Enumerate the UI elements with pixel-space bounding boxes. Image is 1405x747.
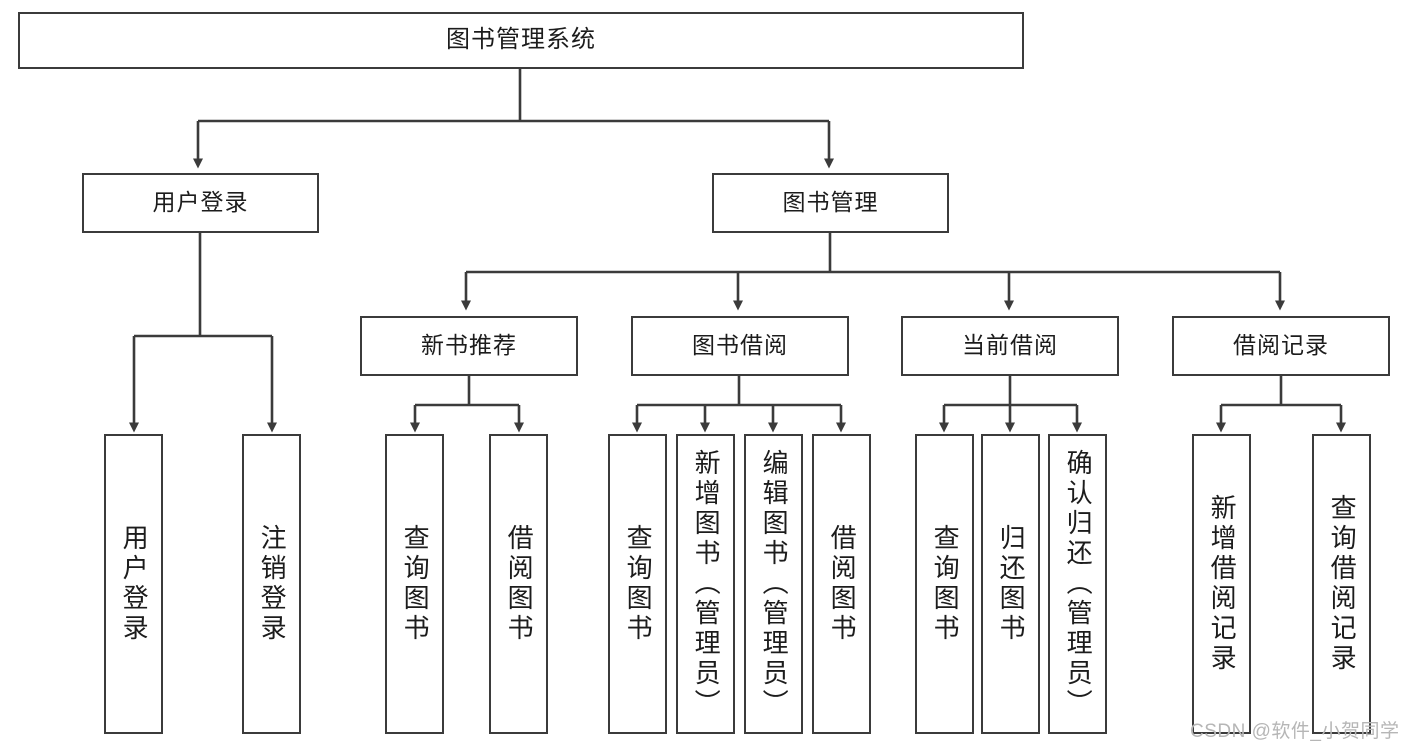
node-leaf-query-book-1[interactable]: 查询图书 bbox=[385, 434, 444, 734]
node-leaf-query-record-label: 查询借阅记录 bbox=[1327, 494, 1358, 674]
node-current-borrow[interactable]: 当前借阅 bbox=[901, 316, 1119, 376]
node-leaf-query-book-3-label: 查询图书 bbox=[930, 524, 961, 644]
node-leaf-add-record-label: 新增借阅记录 bbox=[1207, 494, 1238, 674]
node-user-login[interactable]: 用户登录 bbox=[82, 173, 319, 233]
node-leaf-user-login-label: 用户登录 bbox=[119, 524, 150, 644]
node-borrow-record[interactable]: 借阅记录 bbox=[1172, 316, 1390, 376]
node-new-book-recommend-label: 新书推荐 bbox=[421, 332, 517, 359]
node-leaf-borrow-book-2[interactable]: 借阅图书 bbox=[812, 434, 871, 734]
node-leaf-logout-label: 注销登录 bbox=[257, 524, 288, 644]
node-leaf-borrow-book-2-label: 借阅图书 bbox=[827, 524, 858, 644]
node-leaf-return-book[interactable]: 归还图书 bbox=[981, 434, 1040, 734]
node-root-label: 图书管理系统 bbox=[446, 26, 596, 54]
node-borrow-record-label: 借阅记录 bbox=[1233, 332, 1329, 359]
node-leaf-confirm-return[interactable]: 确认归还（管理员） bbox=[1048, 434, 1107, 734]
node-leaf-edit-book-label: 编辑图书（管理员） bbox=[759, 449, 790, 719]
node-leaf-user-login[interactable]: 用户登录 bbox=[104, 434, 163, 734]
node-new-book-recommend[interactable]: 新书推荐 bbox=[360, 316, 578, 376]
node-leaf-edit-book[interactable]: 编辑图书（管理员） bbox=[744, 434, 803, 734]
node-current-borrow-label: 当前借阅 bbox=[962, 332, 1058, 359]
node-user-login-label: 用户登录 bbox=[152, 189, 249, 216]
node-leaf-query-book-2-label: 查询图书 bbox=[623, 524, 654, 644]
node-leaf-add-record[interactable]: 新增借阅记录 bbox=[1192, 434, 1251, 734]
node-leaf-add-book[interactable]: 新增图书（管理员） bbox=[676, 434, 735, 734]
node-book-borrow[interactable]: 图书借阅 bbox=[631, 316, 849, 376]
node-book-manage[interactable]: 图书管理 bbox=[712, 173, 949, 233]
node-leaf-query-book-3[interactable]: 查询图书 bbox=[915, 434, 974, 734]
node-leaf-logout[interactable]: 注销登录 bbox=[242, 434, 301, 734]
node-leaf-query-book-2[interactable]: 查询图书 bbox=[608, 434, 667, 734]
node-leaf-add-book-label: 新增图书（管理员） bbox=[691, 449, 722, 719]
node-leaf-confirm-return-label: 确认归还（管理员） bbox=[1063, 449, 1094, 719]
node-book-manage-label: 图书管理 bbox=[782, 189, 879, 216]
node-leaf-return-book-label: 归还图书 bbox=[996, 524, 1027, 644]
node-leaf-query-record[interactable]: 查询借阅记录 bbox=[1312, 434, 1371, 734]
node-leaf-query-book-1-label: 查询图书 bbox=[400, 524, 431, 644]
node-leaf-borrow-book-1[interactable]: 借阅图书 bbox=[489, 434, 548, 734]
node-root[interactable]: 图书管理系统 bbox=[18, 12, 1024, 69]
node-leaf-borrow-book-1-label: 借阅图书 bbox=[504, 524, 535, 644]
watermark: CSDN @软件_小贺同学 bbox=[1190, 721, 1400, 742]
node-book-borrow-label: 图书借阅 bbox=[692, 332, 788, 359]
